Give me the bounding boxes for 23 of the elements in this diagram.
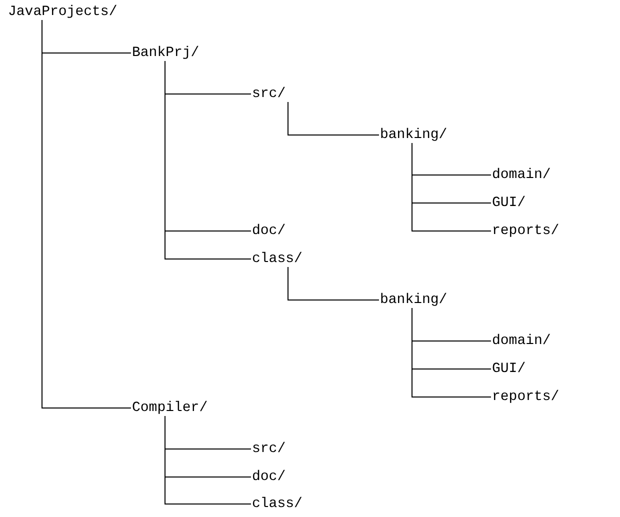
folder-name: JavaProjects/ (7, 4, 118, 20)
folder-name: banking/ (379, 292, 448, 308)
folder-name: Compiler/ (131, 400, 209, 416)
folder-name: GUI/ (491, 361, 527, 377)
folder-name: doc/ (251, 469, 287, 485)
tree-connector (42, 20, 132, 408)
folder-name: domain/ (491, 333, 552, 349)
folder-name: banking/ (379, 127, 448, 143)
tree-connector (164, 416, 252, 504)
folder-name: reports/ (491, 223, 560, 239)
folder-name: GUI/ (491, 195, 527, 211)
tree-connector (412, 142, 492, 232)
folder-name: BankPrj/ (131, 45, 200, 61)
folder-name: src/ (251, 441, 287, 457)
folder-name: class/ (251, 496, 304, 512)
tree-connector (412, 308, 492, 398)
folder-name: doc/ (251, 223, 287, 239)
folder-name: class/ (251, 251, 304, 267)
tree-connector (288, 102, 380, 136)
tree-connector (288, 266, 380, 300)
folder-name: src/ (251, 86, 287, 102)
folder-name: domain/ (491, 167, 552, 183)
folder-name: reports/ (491, 389, 560, 405)
